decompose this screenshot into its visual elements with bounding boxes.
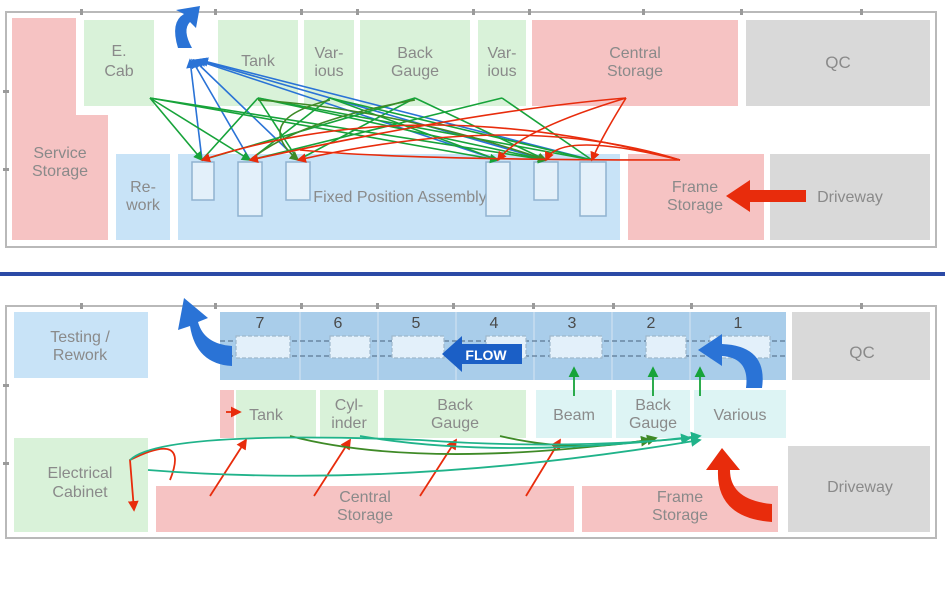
after-wall-ticks	[3, 303, 863, 465]
station-number-6: 6	[334, 315, 343, 332]
e-cab-area	[84, 20, 154, 106]
cylinder-area	[320, 390, 378, 438]
panel-divider	[0, 272, 945, 276]
frame-inflow-arrow	[726, 180, 806, 212]
various-label-after: Various	[713, 407, 766, 424]
central-storage-area	[532, 20, 738, 106]
station-number-2: 2	[647, 315, 656, 332]
qc-area-after	[792, 312, 930, 380]
various-area-1	[304, 20, 354, 106]
fixed-position-assembly-label: Fixed Position Assembly	[313, 189, 486, 206]
station-number-5: 5	[412, 315, 421, 332]
red-flow-group	[200, 97, 681, 163]
assembly-stations	[191, 161, 607, 217]
material-flow-lines-before	[149, 57, 681, 164]
rework-area	[116, 154, 170, 240]
central-storage-area-after	[156, 486, 574, 532]
exit-arrow-after	[178, 298, 232, 366]
various-2-label: Var-ious	[487, 45, 516, 80]
beam-area	[536, 390, 612, 438]
assembly-station	[533, 161, 559, 201]
qc-label: QC	[825, 53, 851, 72]
driveway-label-after: Driveway	[827, 479, 893, 496]
back-gauge-area-after-1	[384, 390, 526, 438]
tank-feed-storage	[220, 390, 234, 438]
rework-label: Re-work	[125, 179, 161, 214]
before-wall-ticks	[3, 9, 863, 171]
back-gauge-area-after-2	[616, 390, 690, 438]
station-numbers: 7 6 5 4 3 2 1	[256, 315, 743, 332]
after-layout-panel: Testing /Rework 7 6 5 4 3 2 1 FLOW	[3, 298, 937, 539]
e-cab-label: E.Cab	[104, 43, 133, 80]
assembly-station	[285, 161, 311, 201]
cylinder-label: Cyl-inder	[331, 397, 367, 432]
flow-label: FLOW	[465, 347, 507, 363]
testing-rework-label: Testing /Rework	[50, 329, 110, 364]
assembly-station	[485, 161, 511, 217]
tank-area-after	[236, 390, 316, 438]
line-entry-arrow	[698, 334, 763, 388]
qc-area	[746, 20, 930, 106]
exit-arrow-before	[175, 6, 200, 48]
tank-label-after: Tank	[249, 407, 284, 424]
various-1-label: Var-ious	[314, 45, 343, 80]
service-storage-area	[12, 18, 108, 240]
cabinet-to-line-flows	[129, 431, 702, 477]
assembly-station	[579, 161, 607, 217]
tank-area	[218, 20, 298, 106]
flow-direction-arrow	[442, 336, 522, 372]
back-gauge-area	[360, 20, 470, 106]
station-number-1: 1	[734, 315, 743, 332]
electrical-cabinet-area	[14, 438, 148, 532]
driveway-area-after	[788, 446, 930, 532]
assembly-station	[191, 161, 215, 201]
station-number-3: 3	[568, 315, 577, 332]
testing-rework-area	[14, 312, 148, 378]
cell-to-line-flows	[568, 366, 706, 396]
material-flow-lines-after	[127, 366, 706, 512]
station-number-7: 7	[256, 315, 265, 332]
driveway-label: Driveway	[817, 189, 883, 206]
tank-label: Tank	[241, 53, 276, 70]
beam-label: Beam	[553, 407, 595, 424]
station-number-4: 4	[490, 315, 499, 332]
assembly-station	[237, 161, 263, 217]
various-area-after	[694, 390, 786, 438]
station-dividers	[299, 312, 691, 380]
frame-inflow-arrow-after	[706, 448, 772, 522]
qc-label-after: QC	[849, 343, 875, 362]
various-area-2	[478, 20, 526, 106]
